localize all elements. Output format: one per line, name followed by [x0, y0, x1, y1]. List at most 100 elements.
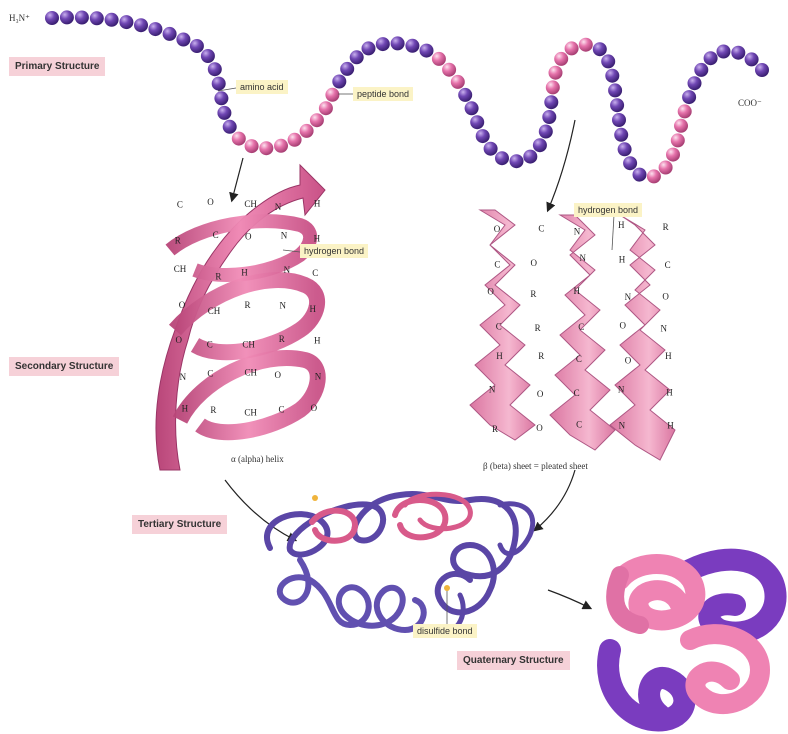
atom-label: C — [207, 368, 213, 378]
amino-acid-bead — [484, 142, 498, 156]
amino-acid-bead — [163, 27, 177, 41]
atom-label: N — [281, 231, 288, 241]
atom-label: CH — [208, 306, 221, 316]
amino-acid-bead — [134, 18, 148, 32]
atom-label: C — [496, 321, 502, 331]
quaternary-complex — [608, 560, 775, 721]
atom-label: H — [618, 220, 625, 230]
amino-acid-bead — [376, 37, 390, 51]
atom-label: R — [538, 351, 544, 361]
atom-label: H — [314, 198, 321, 208]
arrow-sheet-to-tertiary — [535, 470, 575, 530]
amino-acid-bead — [542, 110, 556, 124]
amino-acid-bead — [176, 33, 190, 47]
amino-acid-bead — [420, 44, 434, 58]
amino-acid-bead — [539, 125, 553, 139]
atom-label: H — [182, 404, 189, 414]
hbond-sheet-leader — [612, 215, 614, 250]
peptide-bond-label: peptide bond — [353, 87, 413, 101]
atom-label: C — [576, 354, 582, 364]
atom-label: O — [531, 258, 538, 268]
secondary-structure-label: Secondary Structure — [9, 357, 119, 376]
amino-acid-bead — [549, 66, 563, 80]
amino-acid-bead — [319, 101, 333, 115]
atom-label: N — [661, 323, 668, 333]
atom-label: N — [625, 292, 632, 302]
amino-acid-bead — [214, 91, 228, 105]
atom-label: N — [619, 421, 626, 431]
amino-acid-bead — [148, 22, 162, 36]
amino-acid-bead — [458, 88, 472, 102]
amino-acid-bead — [217, 106, 231, 120]
amino-acid-bead — [671, 133, 685, 147]
atom-label: R — [535, 323, 541, 333]
atom-label: O — [662, 291, 669, 301]
atom-label: H — [666, 387, 673, 397]
amino-acid-bead — [666, 148, 680, 162]
amino-acid-bead — [623, 156, 637, 170]
atom-label: H — [241, 267, 248, 277]
amino-acid-bead — [350, 50, 364, 64]
atom-label: C — [213, 230, 219, 240]
amino-acid-bead — [533, 138, 547, 152]
atom-label: H — [665, 351, 672, 361]
atom-label: R — [210, 405, 216, 415]
atom-label: H — [667, 420, 674, 430]
atom-label: H — [314, 233, 321, 243]
atom-label: O — [275, 370, 282, 380]
amino-acid-bead — [546, 80, 560, 94]
atom-label: O — [494, 224, 501, 234]
atom-label: C — [207, 340, 213, 350]
atom-label: N — [275, 202, 282, 212]
atom-label: R — [175, 236, 181, 246]
disulfide-marker-2 — [312, 495, 318, 501]
amino-acid-bead — [60, 10, 74, 24]
amino-acid-bead — [45, 11, 59, 25]
atom-label: O — [487, 286, 494, 296]
beta-sheet: OCNHRCONHCORHNOCRCONHRCOHNOCNHROCNH — [470, 210, 675, 460]
atom-label: O — [207, 197, 214, 207]
arrow-to-helix — [232, 158, 243, 200]
amino-acid-bead — [201, 49, 215, 63]
amino-acid-bead — [325, 88, 339, 102]
amino-acid-bead — [332, 75, 346, 89]
amino-acid-bead — [682, 90, 696, 104]
amino-acid-bead — [694, 63, 708, 77]
amino-acid-bead — [745, 52, 759, 66]
amino-acid-bead — [442, 63, 456, 77]
c-terminus-label: COO⁻ — [738, 98, 762, 108]
atom-label: CH — [174, 264, 187, 274]
amino-acid-bead — [432, 52, 446, 66]
amino-acid-bead — [579, 38, 593, 52]
atom-label: N — [580, 253, 587, 263]
atom-label: N — [280, 301, 287, 311]
amino-acid-bead — [119, 15, 133, 29]
amino-acid-bead — [755, 63, 769, 77]
hydrogen-bond-sheet-label: hydrogen bond — [574, 203, 642, 217]
atom-label: C — [576, 419, 582, 429]
atom-label: C — [177, 200, 183, 210]
atom-label: N — [315, 372, 322, 382]
atom-label: O — [620, 320, 627, 330]
amino-acid-bead — [105, 13, 119, 27]
amino-acid-bead — [544, 95, 558, 109]
amino-acid-bead — [245, 139, 259, 153]
atom-label: C — [279, 404, 285, 414]
amino-acid-bead — [674, 119, 688, 133]
amino-acid-bead — [605, 69, 619, 83]
amino-acid-bead — [704, 51, 718, 65]
amino-acid-bead — [510, 154, 524, 168]
atom-label: R — [492, 424, 498, 434]
atom-label: H — [619, 255, 626, 265]
beta-sheet-label: β (beta) sheet = pleated sheet — [483, 461, 588, 471]
atom-label: H — [574, 286, 581, 296]
amino-acid-bead — [391, 36, 405, 50]
quaternary-structure-label: Quaternary Structure — [457, 651, 570, 670]
amino-acid-bead — [565, 41, 579, 55]
amino-acid-bead — [362, 41, 376, 55]
atom-label: CH — [244, 199, 257, 209]
amino-acid-bead — [232, 132, 246, 146]
atom-label: O — [311, 403, 318, 413]
disulfide-bond-label: disulfide bond — [413, 624, 477, 638]
amino-acid-bead — [90, 11, 104, 25]
